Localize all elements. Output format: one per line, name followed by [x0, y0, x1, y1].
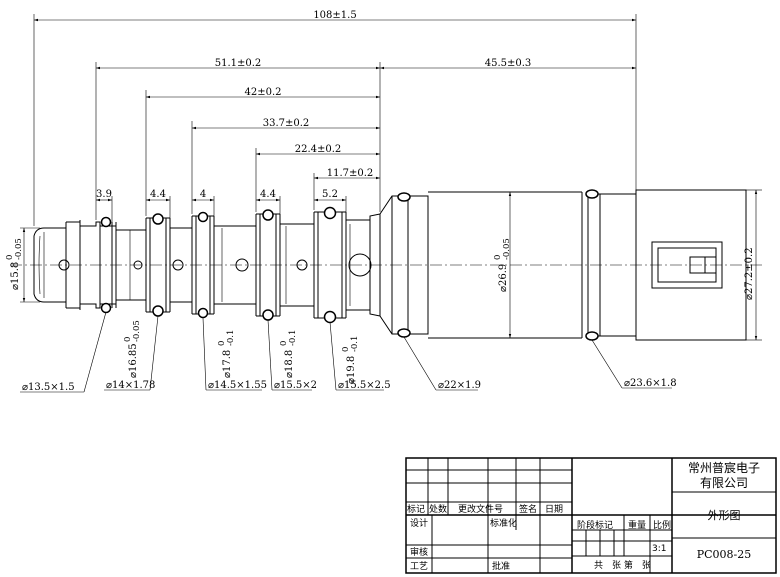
oring-1-label: ⌀13.5×1.5 [22, 382, 75, 393]
svg-text:0: 0 [341, 347, 351, 352]
length-dimensions: 108±1.5 51.1±0.2 45.5±0.3 42±0.2 33.7±0.… [33, 10, 637, 226]
tb-drawing-no: PC008-25 [697, 548, 752, 561]
title-block: 标记 处数 更改文件号 签名 日期 设计 标准化 阶段标记 重量 比例 3:1 … [405, 457, 777, 574]
tb-company-2: 有限公司 [700, 476, 748, 490]
svg-text:-0.1: -0.1 [350, 336, 360, 352]
tb-change-doc: 更改文件号 [458, 503, 503, 515]
tb-company-1: 常州普宸电子 [688, 460, 760, 475]
groove-width-1: 3.9 [96, 189, 112, 200]
oring-7-label: ⌀23.6×1.8 [624, 378, 677, 389]
tb-mark: 标记 [407, 503, 425, 515]
tb-date: 日期 [545, 504, 563, 515]
dia-d2: ⌀16.85 [128, 343, 139, 378]
o-ring-callouts: ⌀13.5×1.5 ⌀14×1.78 ⌀14.5×1.55 ⌀15.5×2 ⌀1… [20, 311, 677, 393]
dia-d3: ⌀17.8 [222, 350, 233, 378]
dim-total-length: 108±1.5 [313, 10, 356, 21]
dim-left-span: 51.1±0.2 [215, 58, 262, 69]
dia-d4: ⌀18.8 [284, 350, 295, 378]
tb-standardize: 标准化 [490, 517, 517, 529]
svg-text:-0.1: -0.1 [226, 330, 236, 346]
tb-process: 工艺 [410, 561, 428, 572]
groove-width-3: 4 [200, 189, 206, 200]
oring-4-label: ⌀15.5×2 [274, 380, 317, 391]
dia-body: ⌀26.9 [498, 264, 509, 292]
oring-5-label: ⌀15.5×2.5 [338, 380, 391, 391]
svg-text:0: 0 [5, 255, 15, 260]
dim-42: 42±0.2 [244, 87, 281, 98]
diameter-dimensions: ⌀15.8 0 -0.05 ⌀16.85 0 -0.05 ⌀17.8 0 -0.… [5, 189, 762, 384]
dim-11-7: 11.7±0.2 [327, 168, 374, 179]
groove-width-2: 4.4 [150, 189, 166, 200]
svg-text:0: 0 [279, 341, 289, 346]
oring-6-label: ⌀22×1.9 [438, 380, 481, 391]
svg-text:-0.1: -0.1 [288, 330, 298, 346]
svg-text:0: 0 [493, 255, 503, 260]
svg-text:-0.05: -0.05 [14, 238, 24, 260]
svg-text:-0.05: -0.05 [502, 238, 512, 260]
oring-2-label: ⌀14×1.78 [106, 380, 155, 391]
tb-stage-mark: 阶段标记 [577, 519, 613, 531]
oring-3-label: ⌀14.5×1.55 [208, 380, 267, 391]
dim-22-4: 22.4±0.2 [295, 144, 342, 155]
tb-sign: 签名 [519, 503, 537, 515]
tb-drawing-name: 外形图 [708, 509, 741, 522]
tb-sheets: 共 张 第 张 [594, 559, 651, 571]
dia-d5: ⌀19.8 [346, 356, 357, 384]
groove-width-dimensions: 3.9 4.4 4 4.4 5.2 [96, 189, 347, 222]
tb-ratio: 比例 [653, 519, 671, 531]
tb-count: 处数 [429, 503, 447, 515]
svg-text:0: 0 [217, 341, 227, 346]
groove-width-4: 4.4 [260, 189, 276, 200]
tb-design: 设计 [410, 517, 428, 529]
valve-body [33, 189, 747, 341]
dia-tip: ⌀15.8 [10, 262, 21, 290]
dim-right-span: 45.5±0.3 [485, 58, 532, 69]
tb-approve: 批准 [492, 560, 510, 572]
dia-connector: ⌀27.2±0.2 [744, 247, 755, 300]
tb-weight: 重量 [628, 519, 646, 531]
svg-text:-0.05: -0.05 [132, 320, 142, 342]
dim-33-7: 33.7±0.2 [263, 118, 310, 129]
groove-width-5: 5.2 [322, 189, 338, 200]
tb-review: 审核 [410, 546, 428, 558]
ports [58, 253, 372, 277]
tb-scale: 3:1 [652, 544, 666, 554]
svg-text:0: 0 [123, 337, 133, 342]
